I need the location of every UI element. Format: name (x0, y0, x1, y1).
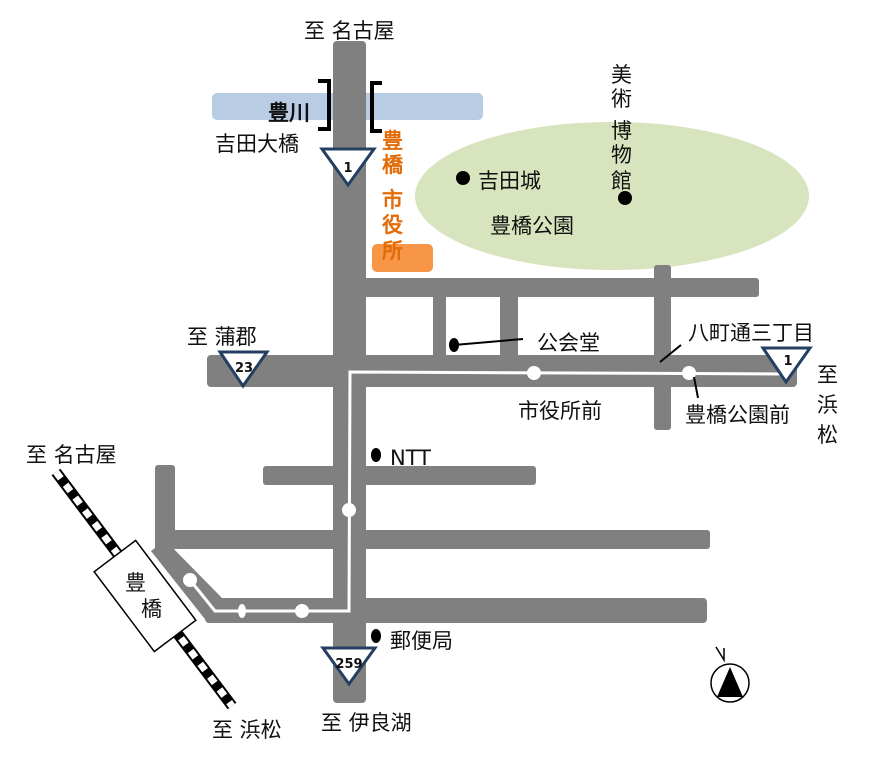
direction-east-hamamatsu: 至 浜 松 (817, 363, 838, 447)
intersection-leader-line (659, 344, 682, 363)
route-shield-23: 23 (217, 350, 270, 389)
ntt-marker-icon (371, 448, 381, 462)
city-hall-label: 豊 橋 市 役 所 (382, 129, 404, 263)
direction-char: 松 (817, 423, 838, 447)
city-hall-char: 橋 (382, 153, 404, 177)
castle-marker-icon (456, 171, 470, 185)
tram-stop-south-2[interactable] (238, 604, 246, 618)
station-char: 豊 (125, 571, 146, 595)
road-route23-east-west (207, 355, 797, 387)
tram-stop-station[interactable] (183, 573, 197, 587)
park-area (415, 122, 809, 270)
route-number: 23 (235, 361, 253, 376)
city-hall-char: 役 (382, 213, 403, 237)
tram-stop-label-koenmae: 豊橋公園前 (685, 403, 790, 427)
bridge-label: 吉田大橋 (215, 132, 299, 156)
post-office-label: 郵便局 (390, 629, 453, 653)
park-stop-leader-line (693, 376, 699, 399)
road-south-street (205, 598, 707, 623)
museum-label: 美 術 博 物 館 (611, 63, 632, 193)
museum-char: 博 (611, 119, 632, 143)
bridge-bracket-left-icon (318, 79, 331, 131)
road-middle-street (170, 530, 710, 549)
direction-char: 至 (817, 363, 838, 387)
tram-stop-koenmae[interactable] (682, 366, 696, 380)
road-vertical-a (433, 290, 446, 360)
road-west-vertical (155, 465, 175, 550)
tram-stop-shiyakushomae[interactable] (527, 366, 541, 380)
roads (151, 41, 797, 703)
museum-char: 美 (611, 63, 632, 87)
park-label: 豊橋公園 (490, 214, 574, 238)
tram-stops (183, 366, 696, 618)
bridge-bracket-right-icon (370, 81, 382, 133)
route-number: 1 (343, 161, 352, 176)
hall-leader-line (453, 338, 524, 346)
castle-label: 吉田城 (478, 169, 541, 193)
museum-char: 物 (611, 143, 632, 167)
hall-label: 公会堂 (537, 331, 600, 355)
city-hall-block[interactable] (372, 244, 433, 272)
tram-stop-south[interactable] (295, 604, 309, 618)
station-char: 橋 (141, 597, 162, 621)
road-east-short-vertical (654, 265, 671, 430)
city-hall-char: 所 (382, 239, 403, 263)
route-shield-1-north: 1 (319, 147, 377, 188)
post-office-marker-icon (371, 629, 381, 643)
museum-char: 術 (611, 87, 632, 111)
tram-route (188, 370, 788, 613)
station-toyohashi[interactable]: 豊 橋 (90, 539, 198, 655)
direction-char: 浜 (817, 393, 838, 417)
road-ntt-street (263, 466, 536, 485)
road-vertical-b (500, 290, 518, 360)
direction-south-iragoko: 至 伊良湖 (321, 711, 412, 735)
road-top-east-west (363, 278, 759, 297)
city-hall-char: 豊 (382, 129, 403, 153)
intersection-label: 八町通三丁目 (688, 321, 814, 345)
route-number: 259 (335, 657, 362, 672)
museum-marker-icon (618, 191, 632, 205)
tram-stop-ntt[interactable] (342, 503, 356, 517)
route-shield-1-east: 1 (760, 346, 813, 385)
river-label: 豊川 (268, 101, 310, 125)
direction-north-nagoya: 至 名古屋 (304, 19, 395, 43)
direction-west-gamagori: 至 蒲郡 (187, 325, 257, 349)
ntt-label: NTT (390, 446, 431, 470)
museum-char: 館 (611, 169, 632, 193)
city-hall-char: 市 (382, 188, 403, 212)
tram-stop-label-shiyakushomae: 市役所前 (518, 399, 602, 423)
route-number: 1 (783, 354, 792, 369)
direction-rail-hamamatsu: 至 浜松 (212, 718, 282, 742)
direction-rail-nagoya: 至 名古屋 (26, 443, 117, 467)
north-compass-icon (710, 646, 750, 703)
route-shield-259: 259 (320, 646, 378, 687)
